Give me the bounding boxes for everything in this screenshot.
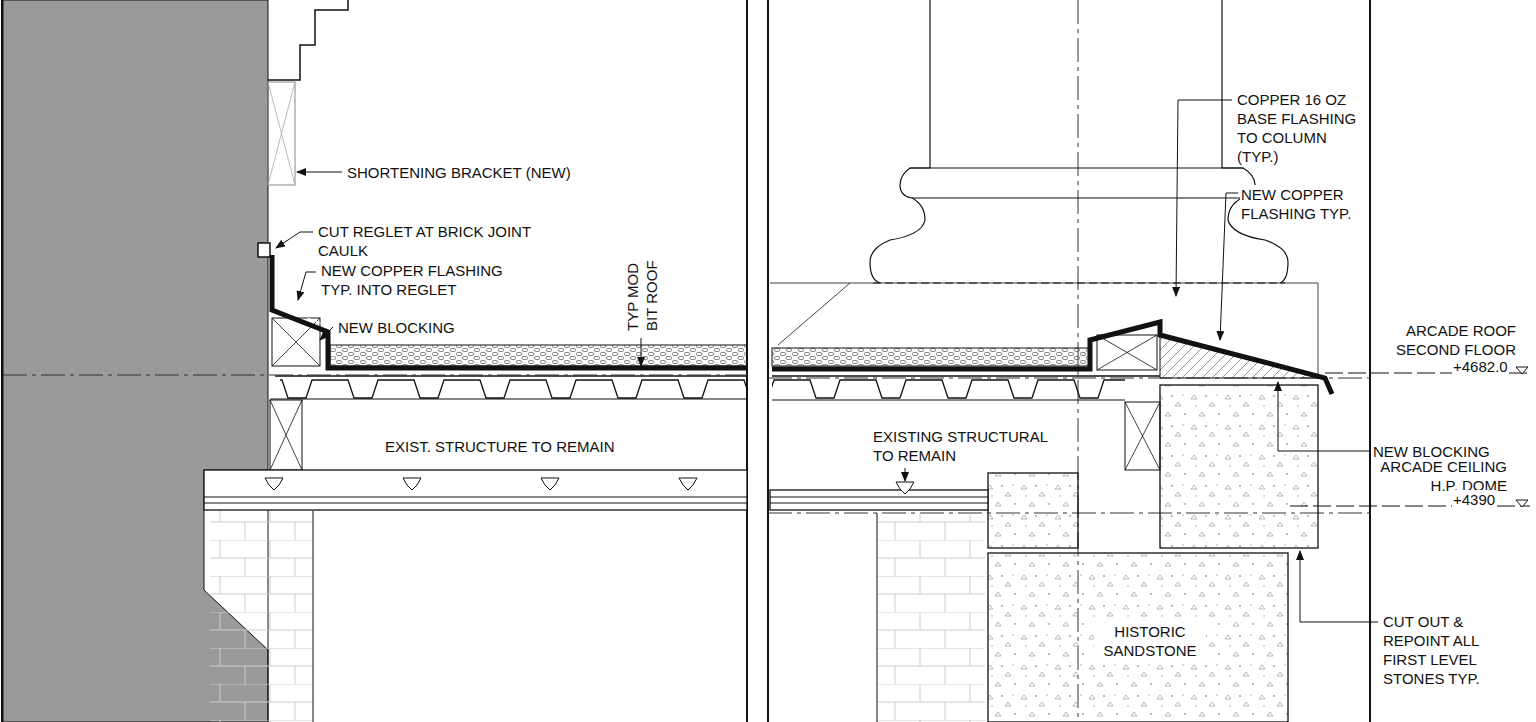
center-lines-part [3, 375, 747, 376]
right-roof-assembly-part [1097, 335, 1157, 370]
left-roof-assembly-part [270, 400, 302, 470]
sandstone-blocks-part [1160, 385, 1318, 548]
note-label: NEW COPPER FLASHING TYP. [1240, 185, 1367, 223]
right-slab [770, 482, 988, 722]
note-label: NEW BLOCKING [337, 318, 456, 337]
left-slab-part [204, 497, 747, 498]
left-slab-part [204, 503, 747, 504]
left-slab-part [541, 478, 559, 490]
sheet-frame-part [1369, 0, 1371, 722]
note-label: EXISTING STRUCTURAL TO REMAIN [872, 427, 1069, 465]
elevation-value: +4390 [1452, 490, 1496, 509]
sheet-frame-part [767, 0, 769, 722]
leader-lines-part [1176, 100, 1232, 296]
left-slab-part [403, 478, 421, 490]
column-part [1318, 283, 1319, 375]
right-slab-part [896, 482, 914, 494]
left-slab [204, 470, 747, 722]
note-label: NEW COPPER FLASHING TYP. INTO REGLET [320, 261, 537, 299]
left-roof-assembly-part [272, 255, 747, 368]
leader-lines [276, 100, 1378, 622]
right-roof-assembly-part [1097, 335, 1157, 370]
level-markers-part [1516, 367, 1528, 374]
right-slab-part [877, 513, 985, 722]
wall-section-part [268, 82, 295, 185]
left-roof-assembly-part [275, 375, 747, 376]
column [770, 0, 1318, 375]
left-slab-part [210, 511, 313, 722]
wall-section-part [268, 0, 348, 80]
right-slab-part [770, 503, 988, 504]
left-slab-part [204, 470, 747, 510]
wall-section-part [268, 82, 295, 185]
column-part [778, 283, 850, 345]
wall-section-part [258, 243, 270, 257]
left-roof-assembly [270, 255, 747, 470]
right-roof-assembly-part [772, 348, 1090, 366]
center-lines [3, 0, 1370, 722]
left-slab-part [679, 478, 697, 490]
note-label: SHORTENING BRACKET (NEW) [346, 163, 572, 182]
left-slab-part [313, 511, 314, 722]
material-label: HISTORIC SANDSTONE [1094, 622, 1206, 660]
leader-lines-part [298, 272, 316, 300]
sandstone-blocks-part [988, 473, 1078, 548]
leader-lines-part [1300, 551, 1378, 622]
column-part [929, 0, 930, 168]
leader-lines-part [276, 232, 313, 248]
note-label: CUT OUT & REPOINT ALL FIRST LEVEL STONES… [1382, 612, 1496, 688]
right-slab-part [877, 513, 878, 722]
left-slab-part [265, 478, 283, 490]
left-roof-assembly-part [270, 400, 302, 470]
right-slab-part [770, 490, 988, 510]
level-label: ARCADE ROOF SECOND FLOOR [1385, 321, 1517, 359]
left-roof-assembly-part [270, 399, 747, 400]
leader-lines-part [1278, 382, 1369, 451]
right-roof-assembly-part [772, 375, 1160, 376]
leader-lines-part [905, 468, 906, 481]
leader-lines-part [1220, 193, 1238, 340]
column-part [870, 168, 930, 283]
note-label: TYP MOD BIT ROOF [623, 254, 661, 332]
right-roof-assembly-part [1125, 402, 1160, 470]
leader-lines-part [641, 338, 642, 366]
column-part [912, 197, 1242, 198]
left-roof-assembly-part [280, 378, 747, 400]
note-label: COPPER 16 OZ BASE FLASHING TO COLUMN (TY… [1236, 90, 1368, 166]
column-part [1221, 0, 1222, 168]
column-part [770, 283, 1318, 284]
elevation-value: +4682.0 [1452, 357, 1509, 376]
leader-lines-part [320, 327, 333, 340]
right-roof-assembly-part [1125, 402, 1160, 470]
note-label: CUT REGLET AT BRICK JOINT CAULK [317, 222, 569, 260]
right-roof-assembly-part [772, 378, 1125, 400]
right-slab-part [770, 497, 988, 498]
level-markers [1290, 367, 1530, 507]
sheet-frame [2, 0, 1370, 722]
level-markers-part [1516, 500, 1528, 507]
right-roof-assembly-part [772, 400, 1125, 401]
note-label: EXIST. STRUCTURE TO REMAIN [384, 437, 615, 456]
leader-lines-part [297, 172, 342, 173]
sandstone-blocks-part [988, 553, 1288, 722]
left-roof-assembly-part [330, 345, 747, 366]
wall-section [3, 0, 348, 722]
column-part [910, 167, 1243, 168]
